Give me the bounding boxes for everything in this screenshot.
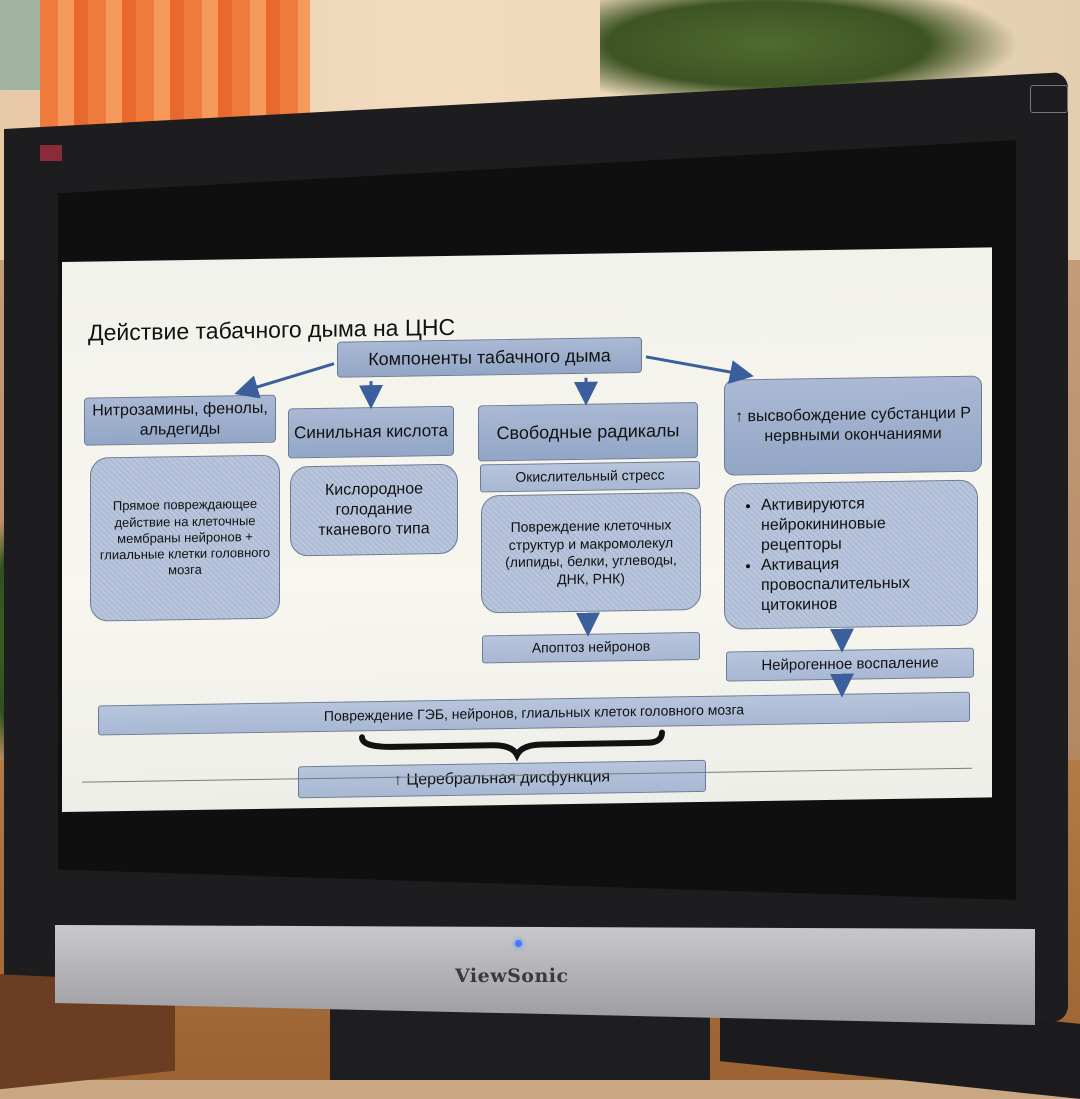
- col1-header-label: Нитрозамины, фенолы, альдегиды: [92, 399, 268, 439]
- monitor-brand-label: ViewSonic: [455, 965, 569, 987]
- col3-step1-label: Окислительный стресс: [515, 466, 665, 486]
- col1-header: Нитрозамины, фенолы, альдегиды: [84, 394, 276, 446]
- col2-header: Синильная кислота: [288, 405, 454, 459]
- col3-body-text: Повреждение клеточных структур и макромо…: [505, 516, 677, 587]
- col4-body: Активируются нейрокининовые рецепторы Ак…: [724, 479, 978, 630]
- power-led[interactable]: [515, 940, 522, 947]
- col4-bullet-2: Активация провоспалительных цитокинов: [761, 553, 969, 616]
- col3-step2-label: Апоптоз нейронов: [531, 638, 651, 656]
- outcome-box: ↑ Церебральная дисфункция: [298, 759, 706, 799]
- col4-header: ↑ высвобождение субстанции Р нервными ок…: [724, 375, 982, 476]
- curly-brace: [359, 729, 665, 762]
- col3-header-label: Свободные радикалы: [496, 420, 680, 443]
- col1-body: Прямое повреждающее действие на клеточны…: [90, 454, 280, 622]
- col2-header-label: Синильная кислота: [294, 421, 448, 443]
- energy-star-sticker: [1030, 85, 1068, 113]
- col4-bullet-list: Активируются нейрокининовые рецепторы Ак…: [733, 493, 969, 617]
- damage-bar: Повреждение ГЭБ, нейронов, глиальных кле…: [98, 691, 970, 736]
- arrow-root-col1: [234, 362, 335, 399]
- damage-bar-label: Повреждение ГЭБ, нейронов, глиальных кле…: [323, 701, 745, 725]
- col4-bullet-1: Активируются нейрокининовые рецепторы: [761, 493, 969, 556]
- col3-body: Повреждение клеточных структур и макромо…: [481, 491, 701, 614]
- col1-body-text: Прямое повреждающее действие на клеточны…: [99, 496, 271, 578]
- logo-sticker: [40, 145, 62, 161]
- col2-body: Кислородное голодание тканевого типа: [290, 463, 458, 557]
- col2-body-text: Кислородное голодание тканевого типа: [318, 480, 430, 539]
- arrow-root-col4: [645, 355, 754, 384]
- root-label: Компоненты табачного дыма: [368, 345, 611, 369]
- col4-step2: Нейрогенное воспаление: [726, 647, 974, 682]
- presentation-slide: Действие табачного дыма на ЦНС Компонент…: [62, 247, 992, 813]
- col3-header: Свободные радикалы: [478, 402, 698, 462]
- col4-header-label: ↑ высвобождение субстанции Р нервными ок…: [735, 404, 971, 445]
- col3-step1: Окислительный стресс: [480, 460, 700, 493]
- outcome-label: ↑ Церебральная дисфункция: [393, 768, 611, 789]
- root-box: Компоненты табачного дыма: [337, 336, 642, 378]
- col3-step2: Апоптоз нейронов: [482, 631, 700, 664]
- col4-step2-label: Нейрогенное воспаление: [761, 653, 939, 674]
